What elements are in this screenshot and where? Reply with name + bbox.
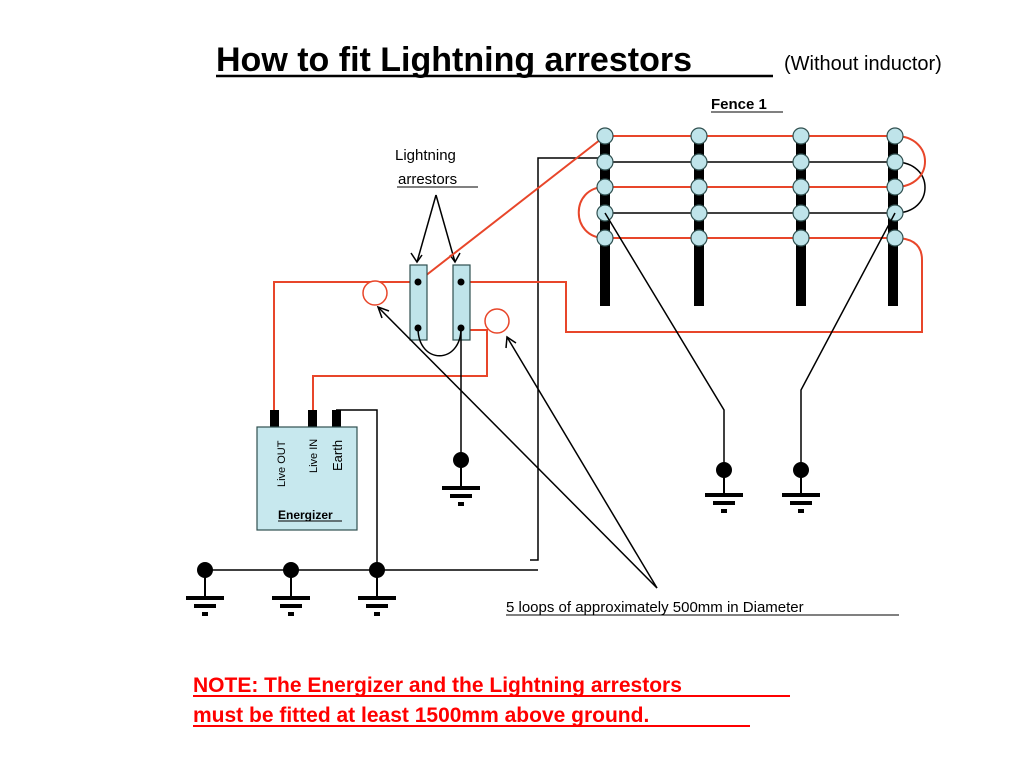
ground-symbols — [186, 452, 820, 616]
energizer-box — [256, 426, 358, 531]
loops-label: 5 loops of approximately 500mm in Diamet… — [506, 599, 804, 616]
ground-symbol-2 — [272, 562, 310, 616]
fence-ground-leads — [604, 212, 896, 470]
energizer-terminal-live-in — [308, 410, 317, 428]
ground-symbol-3 — [358, 562, 396, 616]
fence-label: Fence 1 — [711, 96, 767, 113]
page-subtitle: (Without inductor) — [784, 53, 942, 75]
ground-symbol-fence-2 — [782, 462, 820, 513]
arrestor-left — [409, 264, 428, 341]
fence-posts — [600, 134, 898, 306]
arrestor-earth-wires — [417, 327, 462, 460]
energizer-terminal-live-out — [270, 410, 279, 428]
fence-earth-wires — [530, 157, 926, 561]
terminal-label-live-in: Live IN — [308, 439, 320, 473]
fence-live-wires — [419, 135, 926, 333]
arrestors-label-line2: arrestors — [398, 171, 457, 188]
energizer-label: Energizer — [278, 508, 333, 522]
arrestors-pointer-arrows — [410, 194, 461, 264]
lightning-arrestors — [409, 264, 471, 341]
energizer: Live OUT Live IN Earth Energizer — [256, 410, 358, 531]
loop-circle-left — [362, 280, 388, 306]
note-line-2: must be fitted at least 1500mm above gro… — [193, 704, 649, 727]
fence-insulators — [596, 127, 904, 247]
loop-circle-right — [484, 308, 510, 334]
page-title: How to fit Lightning arrestors — [216, 41, 692, 79]
terminal-label-earth: Earth — [330, 440, 345, 471]
ground-symbol-1 — [186, 562, 224, 616]
arrestors-label-line1: Lightning — [395, 147, 456, 164]
ground-symbol-arrestor — [442, 452, 480, 506]
energizer-terminal-earth — [332, 410, 341, 428]
energizer-earth-wire — [336, 409, 378, 570]
terminal-label-live-out: Live OUT — [276, 440, 288, 487]
loops-pointer-arrows — [376, 305, 658, 589]
ground-symbol-fence-1 — [705, 462, 743, 513]
note-line-1: NOTE: The Energizer and the Lightning ar… — [193, 674, 682, 697]
